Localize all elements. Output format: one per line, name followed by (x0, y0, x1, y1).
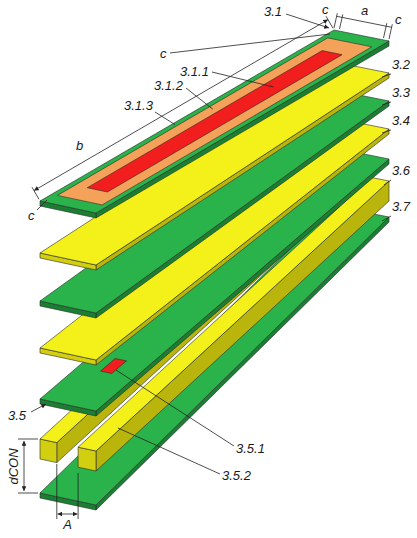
callout-number: 3.7 (392, 199, 410, 214)
callout-number: 3.2 (392, 57, 410, 72)
dimension-label: a (361, 3, 368, 18)
callout-number: 3.5.2 (222, 468, 251, 483)
dimension-label: A (63, 517, 72, 532)
callout-number: 3.5 (8, 408, 26, 423)
dimension-label: dCON (6, 448, 21, 484)
dimension-label: c (322, 2, 329, 17)
dimension-label: c (395, 12, 402, 27)
callout-number: 3.4 (392, 113, 410, 128)
callout-number: 3.1.3 (124, 98, 153, 113)
callout-number: 3.6 (392, 163, 410, 178)
callout-number: 3.3 (392, 85, 410, 100)
yellow-plate (40, 62, 389, 270)
leader-lines (18, 13, 392, 519)
callout-number: 3.1 (264, 4, 282, 19)
top-plate (40, 30, 389, 218)
callout-number: 3.5.1 (236, 441, 265, 456)
dimension-label: b (76, 138, 83, 153)
dimension-label: c (160, 46, 167, 61)
callout-number: 3.1.2 (154, 78, 183, 93)
callout-number: 3.1.1 (180, 64, 209, 79)
dimension-label: c (28, 208, 35, 223)
